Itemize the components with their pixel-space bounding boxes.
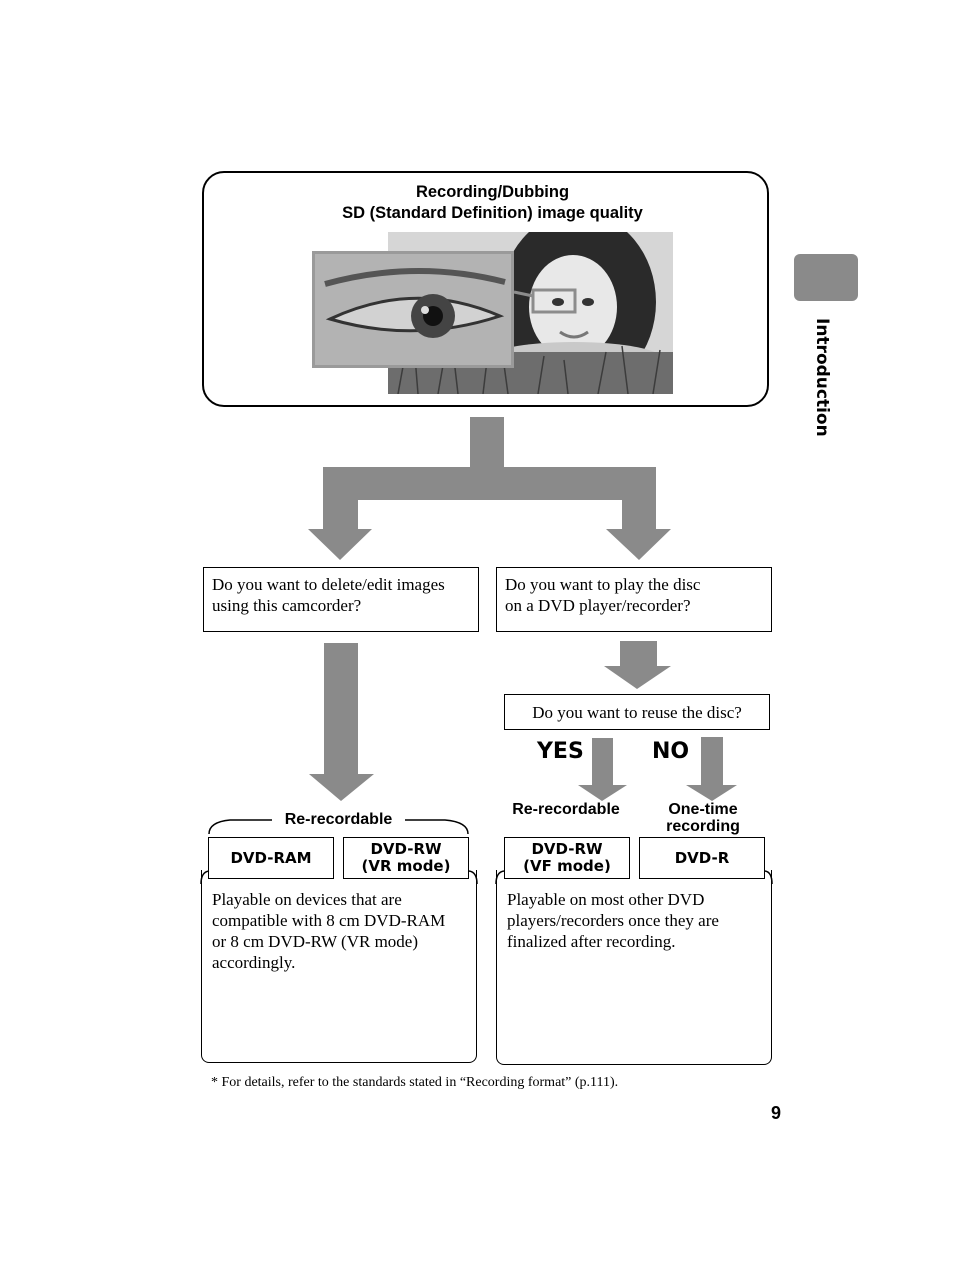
format-dvd-r-label: DVD-R xyxy=(674,848,730,867)
question-play-dvd: Do you want to play the disc on a DVD pl… xyxy=(496,567,772,632)
format-dvd-ram: DVD-RAM xyxy=(208,837,334,879)
question-reuse: Do you want to reuse the disc? xyxy=(504,694,770,730)
format-dvd-rw-vf-line2: (VF mode) xyxy=(523,857,611,875)
question-play-dvd-line2: on a DVD player/recorder? xyxy=(505,596,691,615)
format-dvd-rw-vf: DVD-RW (VF mode) xyxy=(504,837,630,879)
question-delete-edit-line1: Do you want to delete/edit images xyxy=(212,575,445,594)
eye-closeup-image xyxy=(312,251,514,368)
format-dvd-rw-vr-line2: (VR mode) xyxy=(361,857,451,875)
format-dvd-rw-vr: DVD-RW (VR mode) xyxy=(343,837,469,879)
label-one-time-line1: One-time xyxy=(668,801,738,818)
format-dvd-ram-label: DVD-RAM xyxy=(230,848,312,867)
description-left-line3: or 8 cm DVD-RW (VR mode) xyxy=(212,932,419,951)
description-right: Playable on most other DVD players/recor… xyxy=(496,870,772,1065)
section-tab-label: Introduction xyxy=(812,318,832,437)
description-left-line2: compatible with 8 cm DVD-RAM xyxy=(212,911,446,930)
label-rerecordable-left: Re-recordable xyxy=(284,811,393,828)
question-delete-edit-line2: using this camcorder? xyxy=(212,596,362,615)
top-panel xyxy=(202,171,769,407)
top-title-line2: SD (Standard Definition) image quality xyxy=(342,204,643,222)
page-number: 9 xyxy=(771,1103,782,1123)
format-dvd-rw-vf-line1: DVD-RW xyxy=(531,840,603,858)
label-one-time-line2: recording xyxy=(666,818,740,835)
description-right-line3: finalized after recording. xyxy=(507,932,676,951)
question-delete-edit: Do you want to delete/edit images using … xyxy=(203,567,479,632)
description-left-line1: Playable on devices that are xyxy=(212,890,402,909)
description-left: Playable on devices that are compatible … xyxy=(201,870,477,1063)
label-one-time-recording: One-time recording xyxy=(642,801,764,835)
description-right-line2: players/recorders once they are xyxy=(507,911,719,930)
top-title-line1: Recording/Dubbing xyxy=(415,183,570,201)
format-dvd-rw-vr-line1: DVD-RW xyxy=(370,840,442,858)
footnote: * For details, refer to the standards st… xyxy=(211,1075,619,1090)
question-play-dvd-line1: Do you want to play the disc xyxy=(505,575,701,594)
description-right-line1: Playable on most other DVD xyxy=(507,890,705,909)
label-rerecordable-right: Re-recordable xyxy=(512,801,620,818)
format-dvd-r: DVD-R xyxy=(639,837,765,879)
answer-yes: YES xyxy=(537,739,584,764)
description-left-line4: accordingly. xyxy=(212,953,296,972)
answer-no: NO xyxy=(652,739,690,764)
section-tab xyxy=(794,254,858,301)
